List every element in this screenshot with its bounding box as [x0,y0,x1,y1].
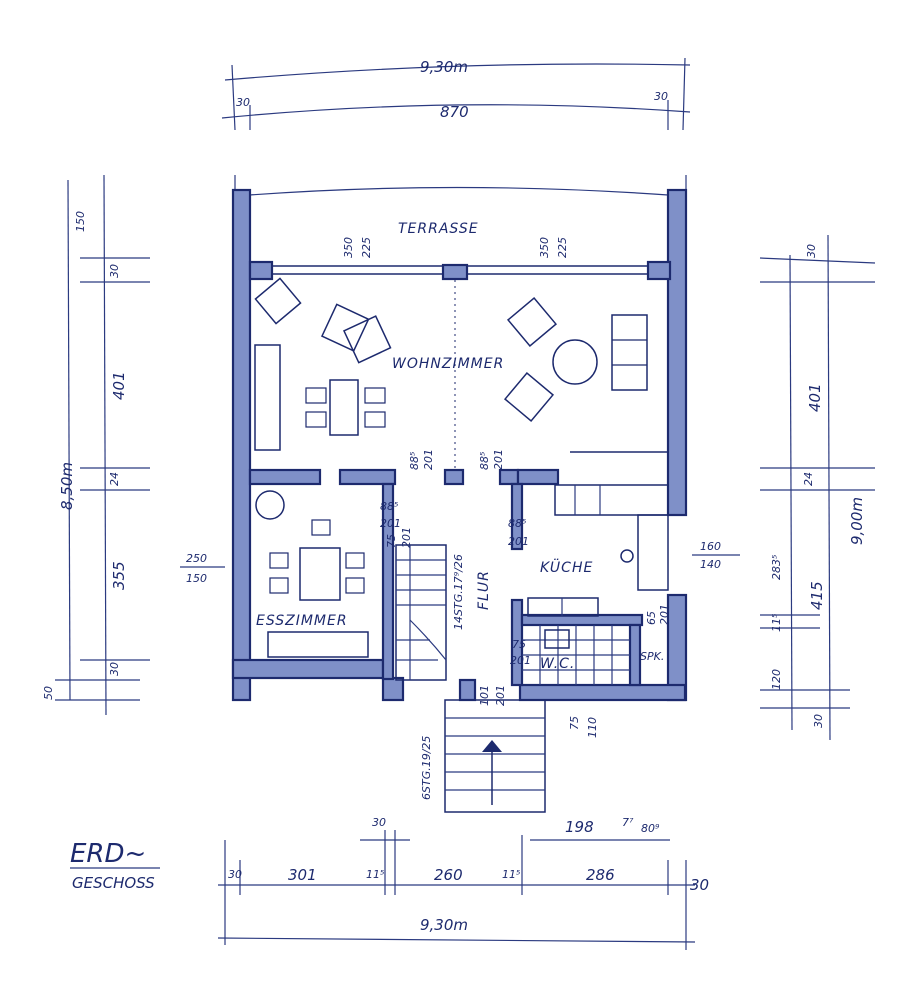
wc-window-110: 110 [586,717,599,738]
door-flur-201: 201 [400,527,413,548]
right-dim-24: 24 [802,472,815,486]
entrance-arrow [482,740,502,752]
left-dim-150: 150 [74,211,87,232]
door-wz-left-885: 88⁵ [408,452,421,470]
exterior-walls [231,188,688,702]
entry-101: 101 [478,685,491,706]
bottom-total-dim: 9,30m [420,916,468,934]
inner-staircase [395,544,447,681]
bottom-upper-dim-30: 30 [372,816,386,829]
right-dim-401: 401 [806,383,824,412]
right-dim-2835: 283⁵ [770,555,783,580]
kitchen-furniture [527,484,669,617]
bottom-dim-286: 286 [586,866,615,884]
bottom-upper-dim-77: 7⁷ [622,816,634,829]
wc-label: W.C. [540,656,575,672]
left-dim-30a: 30 [108,264,121,278]
living-room-furniture [254,277,648,470]
bottom-dim-301: 301 [288,866,317,884]
right-dim-30a: 30 [805,244,818,258]
left-dim-355: 355 [110,561,128,590]
esszimmer-label: ESSZIMMER [256,613,348,629]
top-left-dim: 30 [236,96,250,109]
right-dim-120: 120 [770,669,783,690]
right-dim-115: 11⁵ [770,614,783,632]
wc-tiles [521,624,631,686]
left-dim-24: 24 [108,472,121,486]
bottom-dim-115b: 11⁵ [502,868,520,881]
bottom-dim-30b: 30 [690,876,709,894]
stair-outer-label: 6STG.19/25 [420,736,433,800]
door-flur-75: 75 [385,534,398,548]
door-ess-885: 88⁵ [380,500,398,513]
spk-dim-201: 201 [658,604,671,625]
terrace-outline [249,186,669,196]
bottom-dim-30a: 30 [228,868,242,881]
right-dim-415: 415 [808,581,826,610]
left-dimension-lines [55,174,150,716]
bottom-dim-260: 260 [434,866,463,884]
kueche-window-160: 160 [700,540,721,553]
left-dim-30b: 30 [108,662,121,676]
terrasse-label: TERRASSE [398,221,479,237]
window-left-dim-225: 225 [360,237,373,258]
stair-inner-label: 14STG.17⁹/26 [452,554,465,630]
door-wz-left-201: 201 [422,449,435,470]
right-dimension-lines [759,234,876,741]
door-ess-201: 201 [380,517,401,530]
flur-label: FLUR [476,570,492,610]
top-mid-dim: 870 [440,103,469,121]
bottom-dim-115a: 11⁵ [366,868,384,881]
ess-window-dim-150: 150 [186,572,207,585]
door-kueche-885: 88⁵ [508,517,526,530]
top-total-dim: 9,30m [420,58,468,76]
spk-dim-65: 65 [645,611,658,625]
door-wz-right-201: 201 [492,449,505,470]
top-right-dim: 30 [654,90,668,103]
wc-window-75: 75 [568,716,581,730]
dining-room-furniture [255,490,369,658]
left-dim-50: 50 [42,686,55,700]
top-dimension-lines [221,57,691,190]
kueche-window-140: 140 [700,558,721,571]
right-dim-30b: 30 [812,714,825,728]
right-total-dim: 9,00m [848,497,866,545]
window-right-dim-350: 350 [538,237,551,258]
left-dim-401: 401 [110,371,128,400]
bottom-upper-dim-809: 80⁹ [641,822,660,835]
left-total-dim: 8,50m [58,462,76,510]
bottom-upper-dim-198: 198 [565,818,594,836]
plan-title-line1: ERD~ [70,839,146,869]
door-kueche-201: 201 [508,535,529,548]
interior-walls [248,451,668,687]
window-right-dim-225: 225 [556,237,569,258]
window-left-dim-350: 350 [342,237,355,258]
entrance-stairs [444,699,546,813]
door-wz-right-885: 88⁵ [478,452,491,470]
kueche-label: KÜCHE [540,558,593,576]
wohnzimmer-label: WOHNZIMMER [392,356,504,372]
bottom-dimension-lines [217,830,696,950]
window-rails [272,265,648,275]
ess-window-dim-250: 250 [186,552,207,565]
plan-title-line2: GESCHOSS [72,874,155,892]
door-wc-201: 201 [510,654,531,667]
spk-label: SPK. [640,650,664,663]
entry-201: 201 [494,685,507,706]
